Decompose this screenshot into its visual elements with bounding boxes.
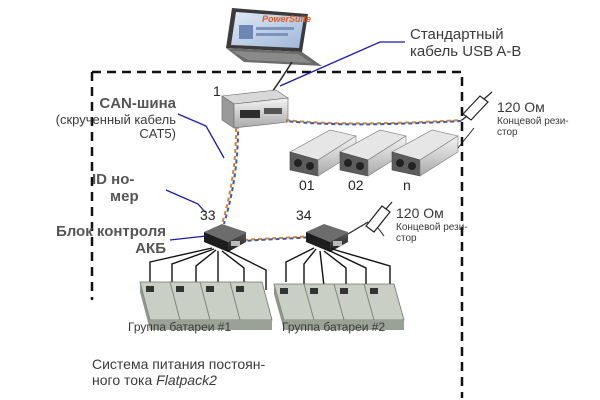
- rectifier-label-02: 02: [348, 177, 364, 193]
- battery-group-2-label: Группа батареи #2: [282, 320, 386, 334]
- id-number-label: ID но- мер: [92, 171, 139, 206]
- battery-monitor-line2: АКБ: [135, 239, 166, 257]
- resistor-bottom-line2: стор: [396, 232, 417, 244]
- battery-group-2-wires: [285, 247, 391, 292]
- laptop-screen-title: PowerSuite: [262, 14, 311, 24]
- can-cable-monitors-blue: [243, 236, 311, 242]
- monitor-id-33: 33: [200, 207, 216, 223]
- can-bus-title: CAN-шина: [99, 95, 176, 112]
- can-cable-monitors-orange: [243, 235, 311, 241]
- resistor-top-leader: [457, 127, 475, 149]
- resistor-bottom-label: 120 Ом Концевой рези- стор: [396, 205, 468, 244]
- resistor-top-line1: Концевой рези-: [497, 115, 569, 127]
- can-cable-to-resistor: [347, 221, 369, 235]
- battery-group-1-label: Группа батареи #1: [128, 320, 232, 334]
- resistor-bottom-leader: [377, 227, 385, 237]
- usb-cable-label-line2: кабель USB A-B: [410, 42, 522, 60]
- resistor-top-label: 120 Ом Концевой рези- стор: [497, 99, 569, 138]
- id-number-line2: мер: [110, 187, 139, 205]
- can-cable-top-orange: [285, 119, 463, 125]
- battery-monitor-33: [204, 224, 246, 252]
- system-line2-prefix: ного тока: [92, 371, 157, 388]
- can-bus-line3: CAT5): [139, 126, 176, 142]
- controller-unit: [221, 89, 289, 129]
- rectifier-n: [391, 129, 459, 177]
- system-boundary: [92, 70, 464, 398]
- can-bus-line2: (скрученный кабель: [55, 111, 176, 127]
- system-label: Система питания постоян- ного тока Flatp…: [92, 356, 266, 389]
- usb-cable: [271, 61, 293, 93]
- rectifier-label-01: 01: [299, 177, 315, 193]
- usb-cable-label: Стандартный кабель USB A-B: [410, 26, 522, 61]
- usb-leader: [279, 41, 405, 87]
- leader-lines: [165, 41, 405, 241]
- system-line2: ного тока Flatpack2: [92, 371, 265, 389]
- battery-group-2: [273, 283, 405, 330]
- termination-resistor-top: [461, 91, 493, 121]
- can-leader: [177, 113, 225, 159]
- battery-monitor-label: Блок контроля АКБ: [8, 223, 166, 258]
- can-cable-top-blue: [285, 120, 463, 126]
- controller-number: 1: [213, 83, 221, 99]
- monitor-leader: [169, 235, 207, 241]
- id-leader: [165, 189, 206, 213]
- id-number-line1: ID но-: [92, 171, 135, 188]
- resistor-top-line2: стор: [497, 126, 518, 138]
- system-name: Flatpack2: [156, 371, 217, 388]
- resistor-bottom-line1: Концевой рези-: [396, 221, 468, 233]
- can-cable-down-blue: [223, 127, 239, 225]
- laptop-icon: [226, 8, 322, 66]
- resistor-bottom-value: 120 Ом: [396, 205, 444, 221]
- can-cable-down-orange: [221, 127, 237, 225]
- rectifier-02: [339, 129, 407, 177]
- system-line1: Система питания постоян-: [92, 356, 266, 372]
- resistor-top-value: 120 Ом: [497, 99, 545, 115]
- can-bus-label: CAN-шина (скрученный кабель CAT5): [8, 95, 176, 142]
- rectifier-01: [289, 129, 357, 177]
- monitor-id-34: 34: [296, 207, 312, 223]
- battery-monitor-34: [306, 224, 348, 252]
- termination-resistor-bottom: [365, 201, 393, 233]
- battery-group-1-wires: [149, 247, 267, 290]
- rectifier-label-n: n: [403, 177, 411, 193]
- usb-cable-label-line1: Стандартный: [410, 26, 504, 43]
- battery-monitor-line1: Блок контроля: [55, 223, 166, 240]
- battery-group-1: [139, 281, 273, 330]
